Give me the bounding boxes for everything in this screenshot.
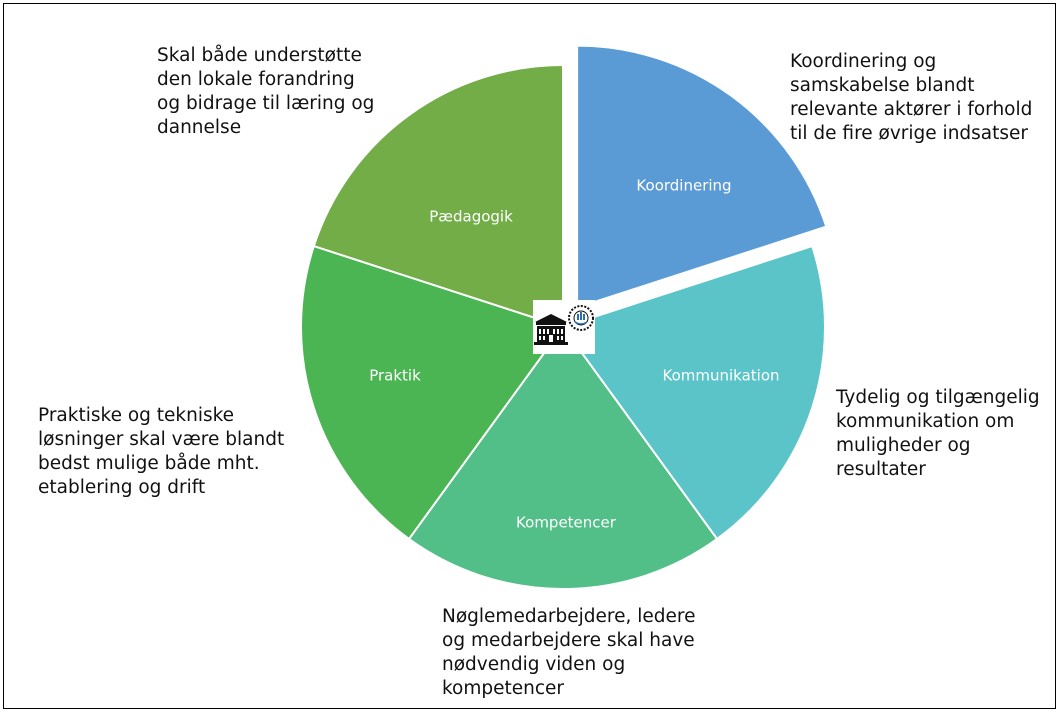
koordinering-description: Koordinering og samskabelse blandt relev… — [790, 51, 1033, 144]
diagram-frame — [3, 3, 1056, 709]
slice-label-koordinering: Koordinering — [636, 177, 731, 195]
slice-koordinering — [576, 44, 828, 309]
city-hall-building-icon — [534, 314, 568, 345]
slice-label-praktik: Praktik — [369, 367, 421, 385]
praktik-description: Praktiske og tekniske løsninger skal vær… — [38, 405, 285, 498]
kommunikation-description: Tydelig og tilgængelig kommunikation om … — [836, 387, 1040, 480]
kompetencer-description: Nøglemedarbejdere, ledere og medarbejder… — [442, 606, 696, 699]
slice-label-kompetencer: Kompetencer — [516, 514, 617, 532]
slice-kompetencer — [407, 325, 719, 590]
paedagogik-description: Skal både understøtte den lokale forandr… — [157, 45, 375, 138]
logo — [533, 300, 595, 354]
copenhagen-seal-icon — [568, 305, 594, 331]
slice-praktik — [300, 244, 565, 541]
slice-paedagogik — [312, 63, 564, 329]
slice-label-kommunikation: Kommunikation — [662, 367, 779, 385]
slice-label-paedagogik: Pædagogik — [429, 208, 513, 226]
slice-kommunikation — [561, 244, 826, 541]
